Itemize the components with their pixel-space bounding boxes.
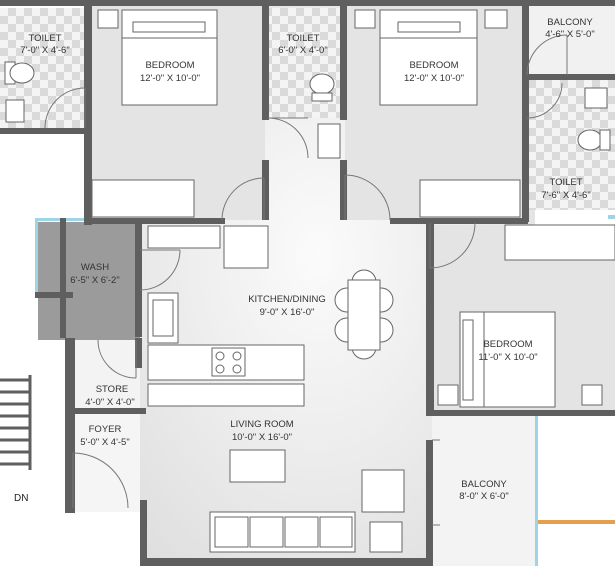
balcony-2-size: 8'-0" X 6'-0" [459, 491, 508, 502]
store-size: 4'-0" X 4'-0" [85, 397, 134, 408]
foyer-size: 5'-0" X 4'-5" [80, 437, 129, 448]
store-floor [72, 340, 140, 410]
side-table-3 [484, 9, 508, 29]
wardrobe-3 [504, 224, 615, 261]
door-toilet-2 [267, 117, 309, 159]
door-bedroom-1 [221, 177, 265, 221]
door-balcony-2 [432, 439, 440, 526]
wash-size: 6'-5" X 6'-2" [70, 275, 119, 286]
basin-2 [317, 123, 341, 159]
sofa [209, 511, 356, 553]
wc-1 [4, 61, 35, 85]
counter-lower [147, 383, 305, 407]
balcony-1-floor [527, 5, 615, 80]
balcony-1-name: BALCONY [547, 17, 593, 28]
tv-unit [229, 449, 286, 483]
door-wash [139, 249, 181, 291]
toilet-1-name: TOILET [28, 33, 61, 44]
wash-floor [38, 222, 140, 340]
door-balcony-1 [526, 34, 568, 76]
blue-edge-balcony [535, 415, 538, 566]
fridge [223, 225, 269, 269]
living-room-size: 10'-0" X 16'-0" [232, 432, 292, 443]
wc-2 [309, 73, 335, 102]
bedroom-1-name: BEDROOM [145, 60, 194, 71]
door-bedroom-2 [344, 174, 391, 221]
toilet-2-name: TOILET [286, 33, 319, 44]
bedroom-3-name: BEDROOM [483, 339, 532, 350]
wardrobe-2 [419, 179, 521, 218]
bedroom-2-name: BEDROOM [409, 60, 458, 71]
kitchen-dining-name: KITCHEN/DINING [248, 294, 326, 305]
kitchen-dining-size: 9'-0" X 16'-0" [260, 307, 315, 318]
toilet-3-size: 7'-6" X 4'-6" [541, 190, 590, 201]
store-name: STORE [96, 384, 129, 395]
basin-1 [5, 99, 25, 123]
foyer-floor [72, 412, 140, 512]
door-toilet-3 [526, 82, 563, 119]
side-table-2 [354, 9, 376, 29]
side-table-1 [97, 9, 119, 29]
sink [152, 299, 174, 337]
stair-down-label: DN [14, 493, 28, 504]
bedroom-1-size: 12'-0" X 10'-0" [140, 73, 200, 84]
balcony-2-name: BALCONY [461, 479, 507, 490]
bedroom-3-size: 11'-0" X 10'-0" [478, 352, 537, 363]
blue-edge-wash [35, 220, 38, 295]
bed-3 [459, 311, 556, 408]
furniture [4, 9, 615, 553]
toilet-2-size: 6'-0" X 4'-0" [278, 45, 327, 56]
blue-edge-right [608, 215, 615, 219]
side-table-4 [437, 384, 459, 406]
door-store [97, 339, 137, 379]
door-bedroom-3 [429, 222, 476, 269]
orange-edge-balcony [538, 520, 615, 524]
armchair [361, 469, 405, 513]
balcony-2-floor [432, 415, 537, 566]
toilet-3-name: TOILET [549, 177, 582, 188]
wc-3 [577, 129, 611, 151]
cooktop [211, 347, 246, 377]
doors [44, 34, 568, 526]
toilet-1-size: 7'-0" X 4'-6" [20, 45, 69, 56]
side-table-5 [581, 384, 603, 406]
bed-2 [379, 9, 478, 106]
counter-upper [147, 225, 221, 249]
bedroom-2-size: 12'-0" X 10'-0" [404, 73, 464, 84]
bed-1 [121, 9, 218, 106]
staircase [0, 375, 32, 470]
basin-3 [584, 87, 608, 109]
door-foyer [72, 452, 129, 509]
wash-name: WASH [81, 262, 109, 273]
foyer-name: FOYER [89, 424, 122, 435]
wardrobe-1 [91, 179, 195, 218]
door-toilet-1 [44, 87, 86, 129]
balcony-1-size: 4'-6" X 5'-0" [545, 29, 594, 40]
side-table-living [369, 521, 403, 553]
dining-table [334, 269, 394, 360]
living-room-name: LIVING ROOM [230, 419, 293, 430]
room-labels: TOILET 7'-0" X 4'-6" BEDROOM 12'-0" X 10… [14, 17, 595, 504]
